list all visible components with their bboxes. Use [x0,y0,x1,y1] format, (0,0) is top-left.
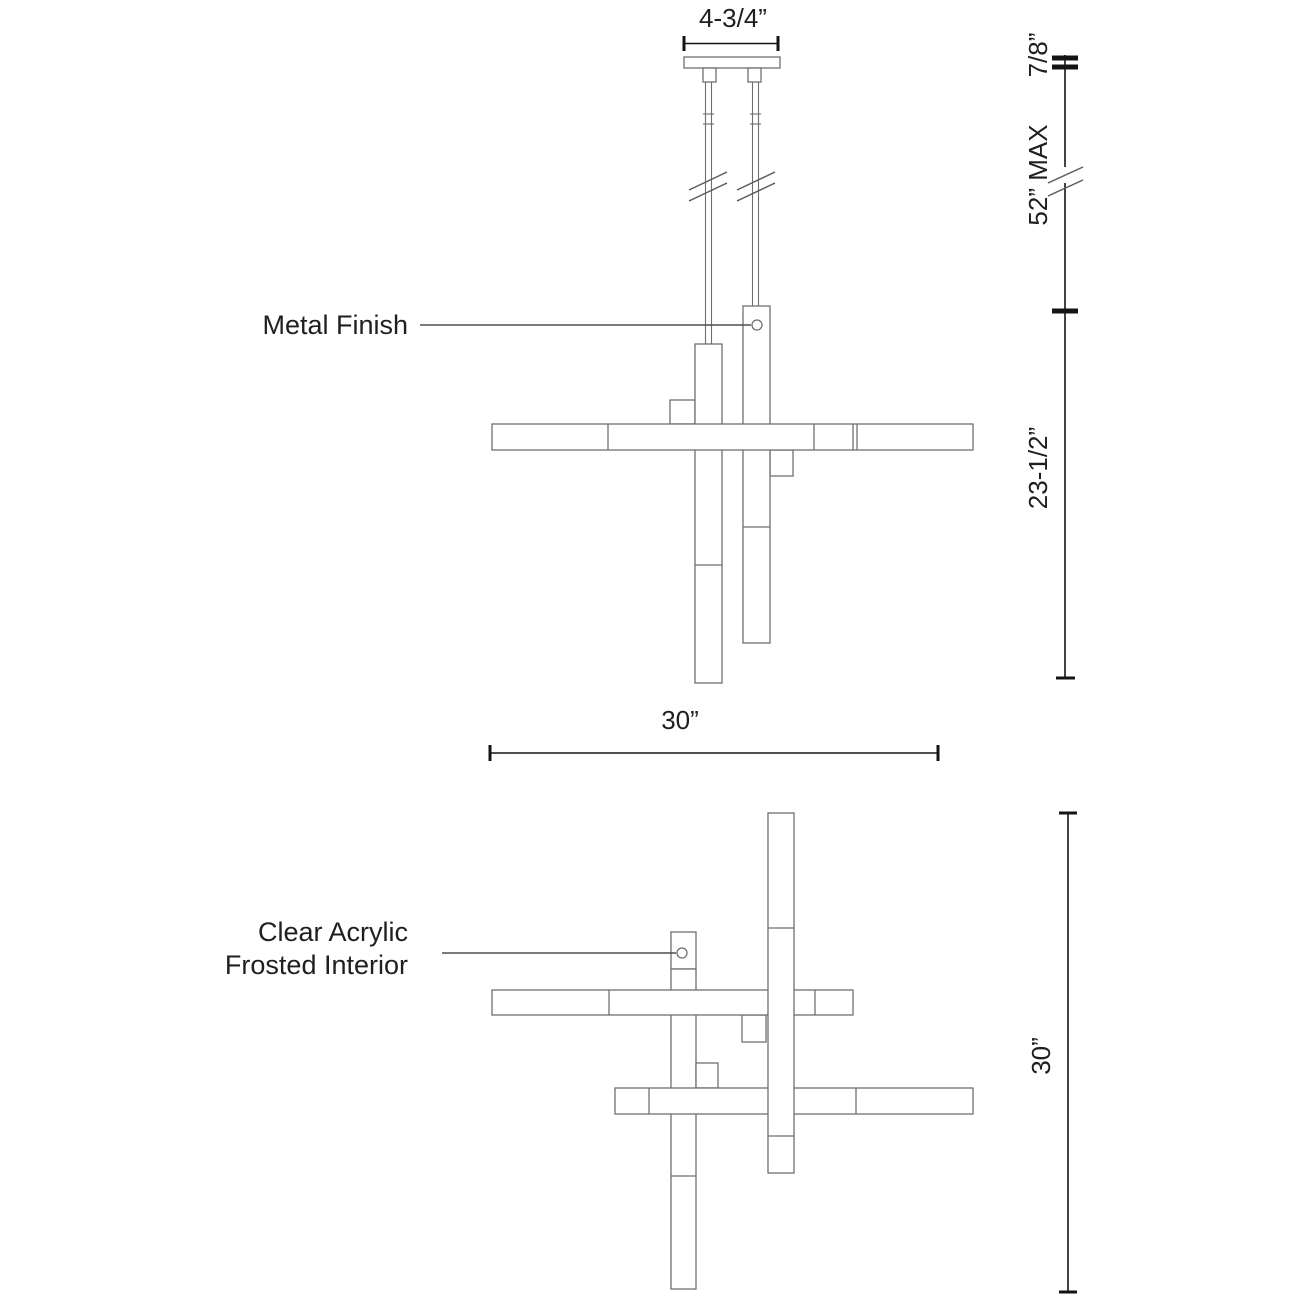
dim-fixture-height-text: 23-1/2” [1023,427,1053,509]
dim-max-suspension-text: 52” MAX [1023,124,1053,225]
rod-break-mark [736,182,776,202]
rod-break-mark [688,171,728,191]
plan-step-bracket [741,1014,767,1043]
dim-canopy-width-text: 4-3/4” [699,3,767,33]
mounting-screw-icon [751,319,763,331]
canopy-stem-left [702,67,717,83]
vertical-tube-right [742,305,771,644]
ceiling-canopy [683,56,781,69]
step-bracket-lower-right [769,449,794,477]
suspension-rod-right [736,82,776,306]
plan-view-drawing: Clear Acrylic Frosted Interior 30” [225,811,1077,1294]
vertical-tube-left [694,343,723,684]
dim-fixture-depth-text: 30” [1026,1037,1056,1075]
plan-mounting-screw-icon [676,947,688,959]
dim-stem-height-text: 7/8” [1023,33,1053,78]
suspension-rod-left [688,82,728,344]
dimension-canopy-width: 4-3/4” [682,3,780,51]
metal-finish-label: Metal Finish [262,310,408,340]
dimension-fixture-width: 30” [488,705,940,761]
clear-acrylic-label-line1: Clear Acrylic [258,917,408,947]
right-dimension-chain: 7/8” 52” MAX 23-1/2” [1023,33,1084,680]
dim-break-mark [1047,179,1084,197]
dimension-fixture-depth: 30” [1026,811,1077,1294]
horizontal-tube-bar [491,423,974,451]
callout-clear-acrylic: Clear Acrylic Frosted Interior [225,917,676,980]
dim-break-mark [1047,166,1084,184]
callout-metal-finish: Metal Finish [262,310,751,340]
rod-break-mark [688,182,728,202]
plan-small-step [695,1062,719,1089]
clear-acrylic-label-line2: Frosted Interior [225,950,408,980]
step-bracket-upper-left [669,399,696,425]
plan-horizontal-bar-upper [491,989,854,1016]
plan-connector-and-tube [670,931,697,1290]
rod-break-mark [736,171,776,191]
dim-fixture-width-text: 30” [661,705,699,735]
plan-vertical-bar [767,812,795,1174]
front-view-drawing: 4-3/4” [262,3,974,761]
canopy-stem-right [747,67,762,83]
